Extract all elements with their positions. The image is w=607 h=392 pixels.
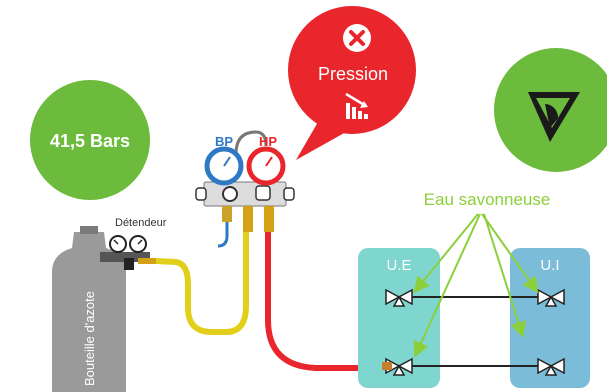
soapy-water-label: Eau savonneuse	[424, 190, 551, 209]
eye-check-icon	[528, 92, 580, 142]
cylinder-label: Bouteille d'azote	[82, 291, 97, 386]
nitrogen-cylinder: Bouteille d'azote	[52, 226, 126, 392]
high-valve-knob	[283, 187, 295, 201]
close-icon	[343, 24, 371, 52]
indoor-unit-label: U.I	[540, 257, 559, 274]
manifold-body	[203, 181, 287, 207]
high-pressure-gauge	[246, 146, 286, 186]
port-right	[264, 206, 274, 232]
service-port-fitting	[382, 362, 392, 370]
arrow-to-indoor-bottom	[483, 213, 527, 338]
manifold-hook	[234, 130, 268, 155]
center-valve-knob	[255, 185, 271, 201]
outdoor-unit-label: U.E	[386, 257, 411, 274]
arrow-to-outdoor-top	[413, 213, 479, 294]
valve-indoor-top	[537, 288, 565, 307]
valve-indoor-bottom	[537, 357, 565, 376]
pressure-drop-chart-icon	[345, 92, 368, 119]
pressure-badge: 41,5 Bars	[30, 80, 150, 200]
port-center	[243, 206, 253, 232]
alert-circle	[288, 6, 416, 134]
arrow-to-indoor-top	[481, 213, 539, 294]
yellow-hose	[155, 232, 249, 335]
soapy-water-arrows	[413, 213, 539, 358]
blue-hose-stub	[217, 222, 229, 248]
pressure-circle	[30, 80, 150, 200]
cylinder-body	[52, 232, 126, 392]
pressure-alert-bubble: Pression	[288, 6, 416, 160]
regulator-body	[100, 252, 150, 262]
regulator-outlet	[138, 258, 156, 264]
cylinder-valve	[80, 226, 98, 234]
manifold-sight-glass	[222, 186, 238, 202]
visual-check-badge	[494, 48, 607, 172]
arrow-to-outdoor-bottom	[413, 213, 481, 358]
regulator-knob	[124, 258, 134, 270]
low-pressure-label: BP	[215, 134, 233, 149]
low-pressure-gauge	[204, 146, 244, 186]
port-left	[222, 206, 232, 222]
high-pressure-label: HP	[259, 134, 277, 149]
low-valve-knob	[195, 187, 207, 201]
regulator-label: Détendeur	[115, 217, 167, 229]
alert-label: Pression	[318, 64, 388, 84]
regulator: Détendeur	[100, 217, 167, 270]
red-hose	[265, 232, 388, 371]
alert-tail	[296, 122, 346, 160]
pressure-value: 41,5 Bars	[50, 131, 130, 151]
valve-outdoor-top	[385, 288, 413, 307]
manifold-gauge-set: BP HP	[195, 130, 295, 248]
